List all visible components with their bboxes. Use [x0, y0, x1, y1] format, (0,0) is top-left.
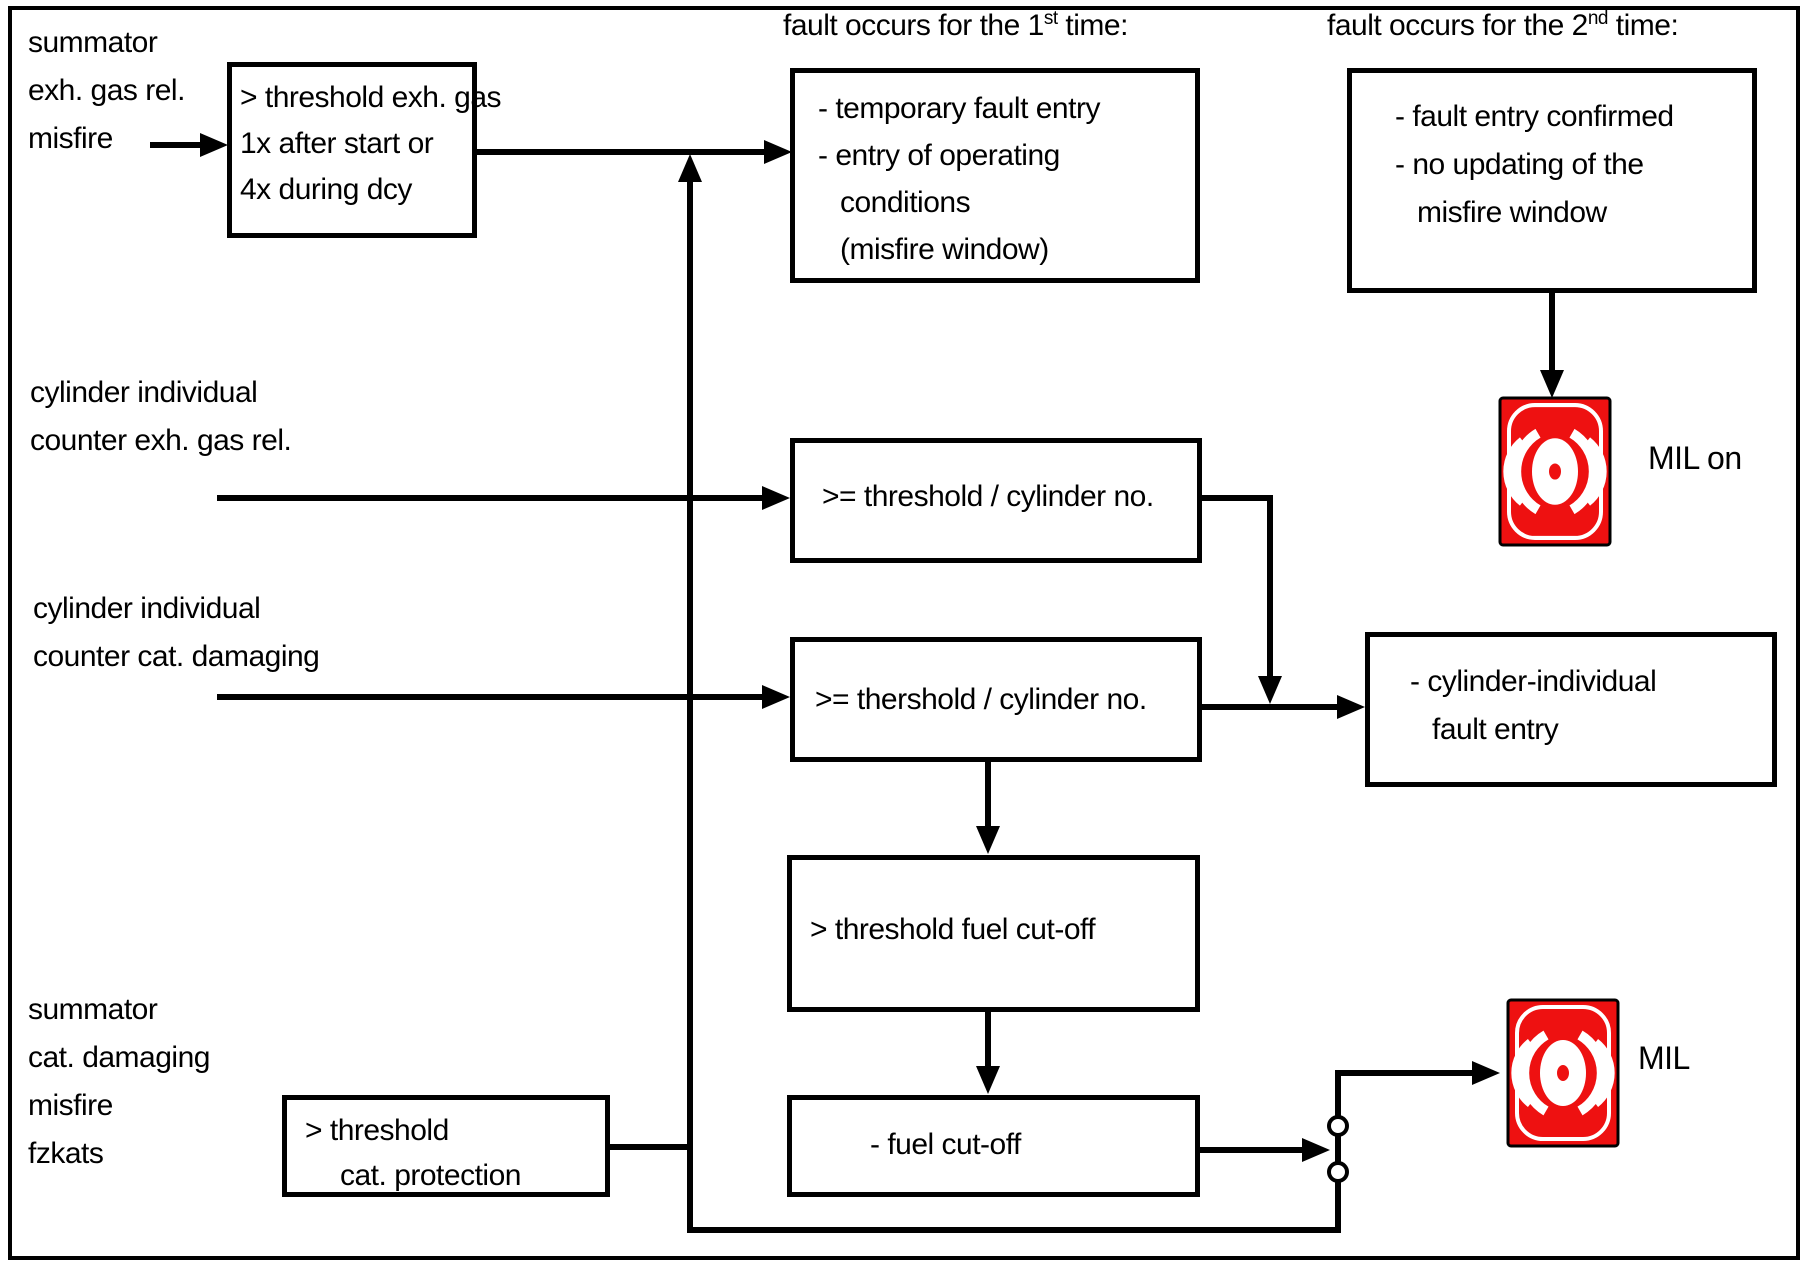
mil-center-dot [1549, 463, 1561, 480]
box-line: > threshold [305, 1114, 449, 1147]
input-label-cyl-counter-exh-gas: cylinder individual counter exh. gas rel… [30, 369, 292, 465]
box-line: > threshold fuel cut-off [810, 913, 1096, 946]
box-threshold-cylinder-cat: >= thershold / cylinder no. [790, 637, 1202, 762]
mil-icon [1506, 998, 1620, 1148]
diagram-border [8, 6, 1800, 1260]
input-label-summator-cat-damaging: summator cat. damaging misfire fzkats [28, 986, 210, 1178]
box-line: - fault entry confirmed [1395, 100, 1674, 133]
box-fuel-cutoff: - fuel cut-off [787, 1095, 1200, 1197]
label-line: counter cat. damaging [33, 640, 320, 673]
label-line: cylinder individual [33, 592, 261, 625]
heading-first-time: fault occurs for the 1st time: [783, 8, 1128, 43]
mil-label: MIL [1638, 1040, 1690, 1076]
box-line: >= thershold / cylinder no. [815, 683, 1147, 716]
box-line: 4x during dcy [240, 173, 412, 206]
heading-second-sup: nd [1587, 8, 1609, 29]
input-label-summator-exh-gas: summator exh. gas rel. misfire [28, 19, 185, 163]
heading-second-time: fault occurs for the 2nd time: [1327, 8, 1679, 43]
mil-arc [1519, 1030, 1549, 1116]
box-line: 1x after start or [240, 127, 434, 160]
box-threshold-exh-gas: > threshold exh. gas 1x after start or 4… [227, 62, 502, 238]
box-first-fault-entry: - temporary fault entry - entry of opera… [790, 68, 1200, 283]
mil-arc [1583, 437, 1607, 506]
heading-second-suffix: time: [1607, 9, 1679, 42]
box-line: cat. protection [340, 1159, 521, 1192]
label-line: cylinder individual [30, 376, 258, 409]
heading-first-sup: st [1043, 8, 1058, 29]
box-threshold-cat-protection: > threshold cat. protection [282, 1095, 610, 1197]
box-threshold-cylinder-exh: >= threshold / cylinder no. [790, 438, 1202, 563]
heading-first-prefix: fault occurs for the 1 [783, 9, 1044, 42]
mil-arc [1511, 428, 1541, 515]
label-line: summator [28, 26, 158, 59]
box-line: - entry of operating [818, 139, 1060, 172]
box-line: >= threshold / cylinder no. [822, 480, 1154, 513]
box-line: (misfire window) [840, 233, 1049, 266]
box-line: - cylinder-individual [1410, 665, 1657, 698]
mil-center-dot [1557, 1065, 1569, 1081]
box-second-fault-entry: - fault entry confirmed - no updating of… [1347, 68, 1757, 293]
heading-first-suffix: time: [1057, 9, 1128, 42]
label-line: fzkats [28, 1137, 104, 1170]
input-label-cyl-counter-cat-damaging: cylinder individual counter cat. damagin… [33, 585, 320, 681]
label-line: misfire [28, 1089, 113, 1122]
box-line: misfire window [1417, 196, 1607, 229]
mil-on-label: MIL on [1648, 440, 1742, 476]
mil-on-icon [1498, 396, 1612, 547]
heading-second-prefix: fault occurs for the 2 [1327, 9, 1588, 42]
box-line: - temporary fault entry [818, 92, 1100, 125]
mil-arc [1591, 1039, 1615, 1107]
label-line: cat. damaging [28, 1041, 210, 1074]
box-line: > threshold exh. gas [240, 81, 502, 114]
label-line: summator [28, 993, 158, 1026]
label-line: counter exh. gas rel. [30, 424, 292, 457]
box-line: - fuel cut-off [870, 1128, 1021, 1161]
label-line: exh. gas rel. [28, 74, 185, 107]
mil-arc [1577, 1030, 1607, 1116]
box-line: conditions [840, 186, 971, 219]
box-line: fault entry [1432, 713, 1559, 746]
mil-arc [1511, 1039, 1535, 1107]
box-threshold-fuel-cutoff: > threshold fuel cut-off [787, 855, 1200, 1012]
mil-arc [1569, 428, 1599, 515]
box-cylinder-individual-fault-entry: - cylinder-individual fault entry [1365, 632, 1777, 787]
mil-arc [1503, 437, 1527, 506]
box-line: - no updating of the [1395, 148, 1644, 181]
label-line: misfire [28, 122, 113, 155]
